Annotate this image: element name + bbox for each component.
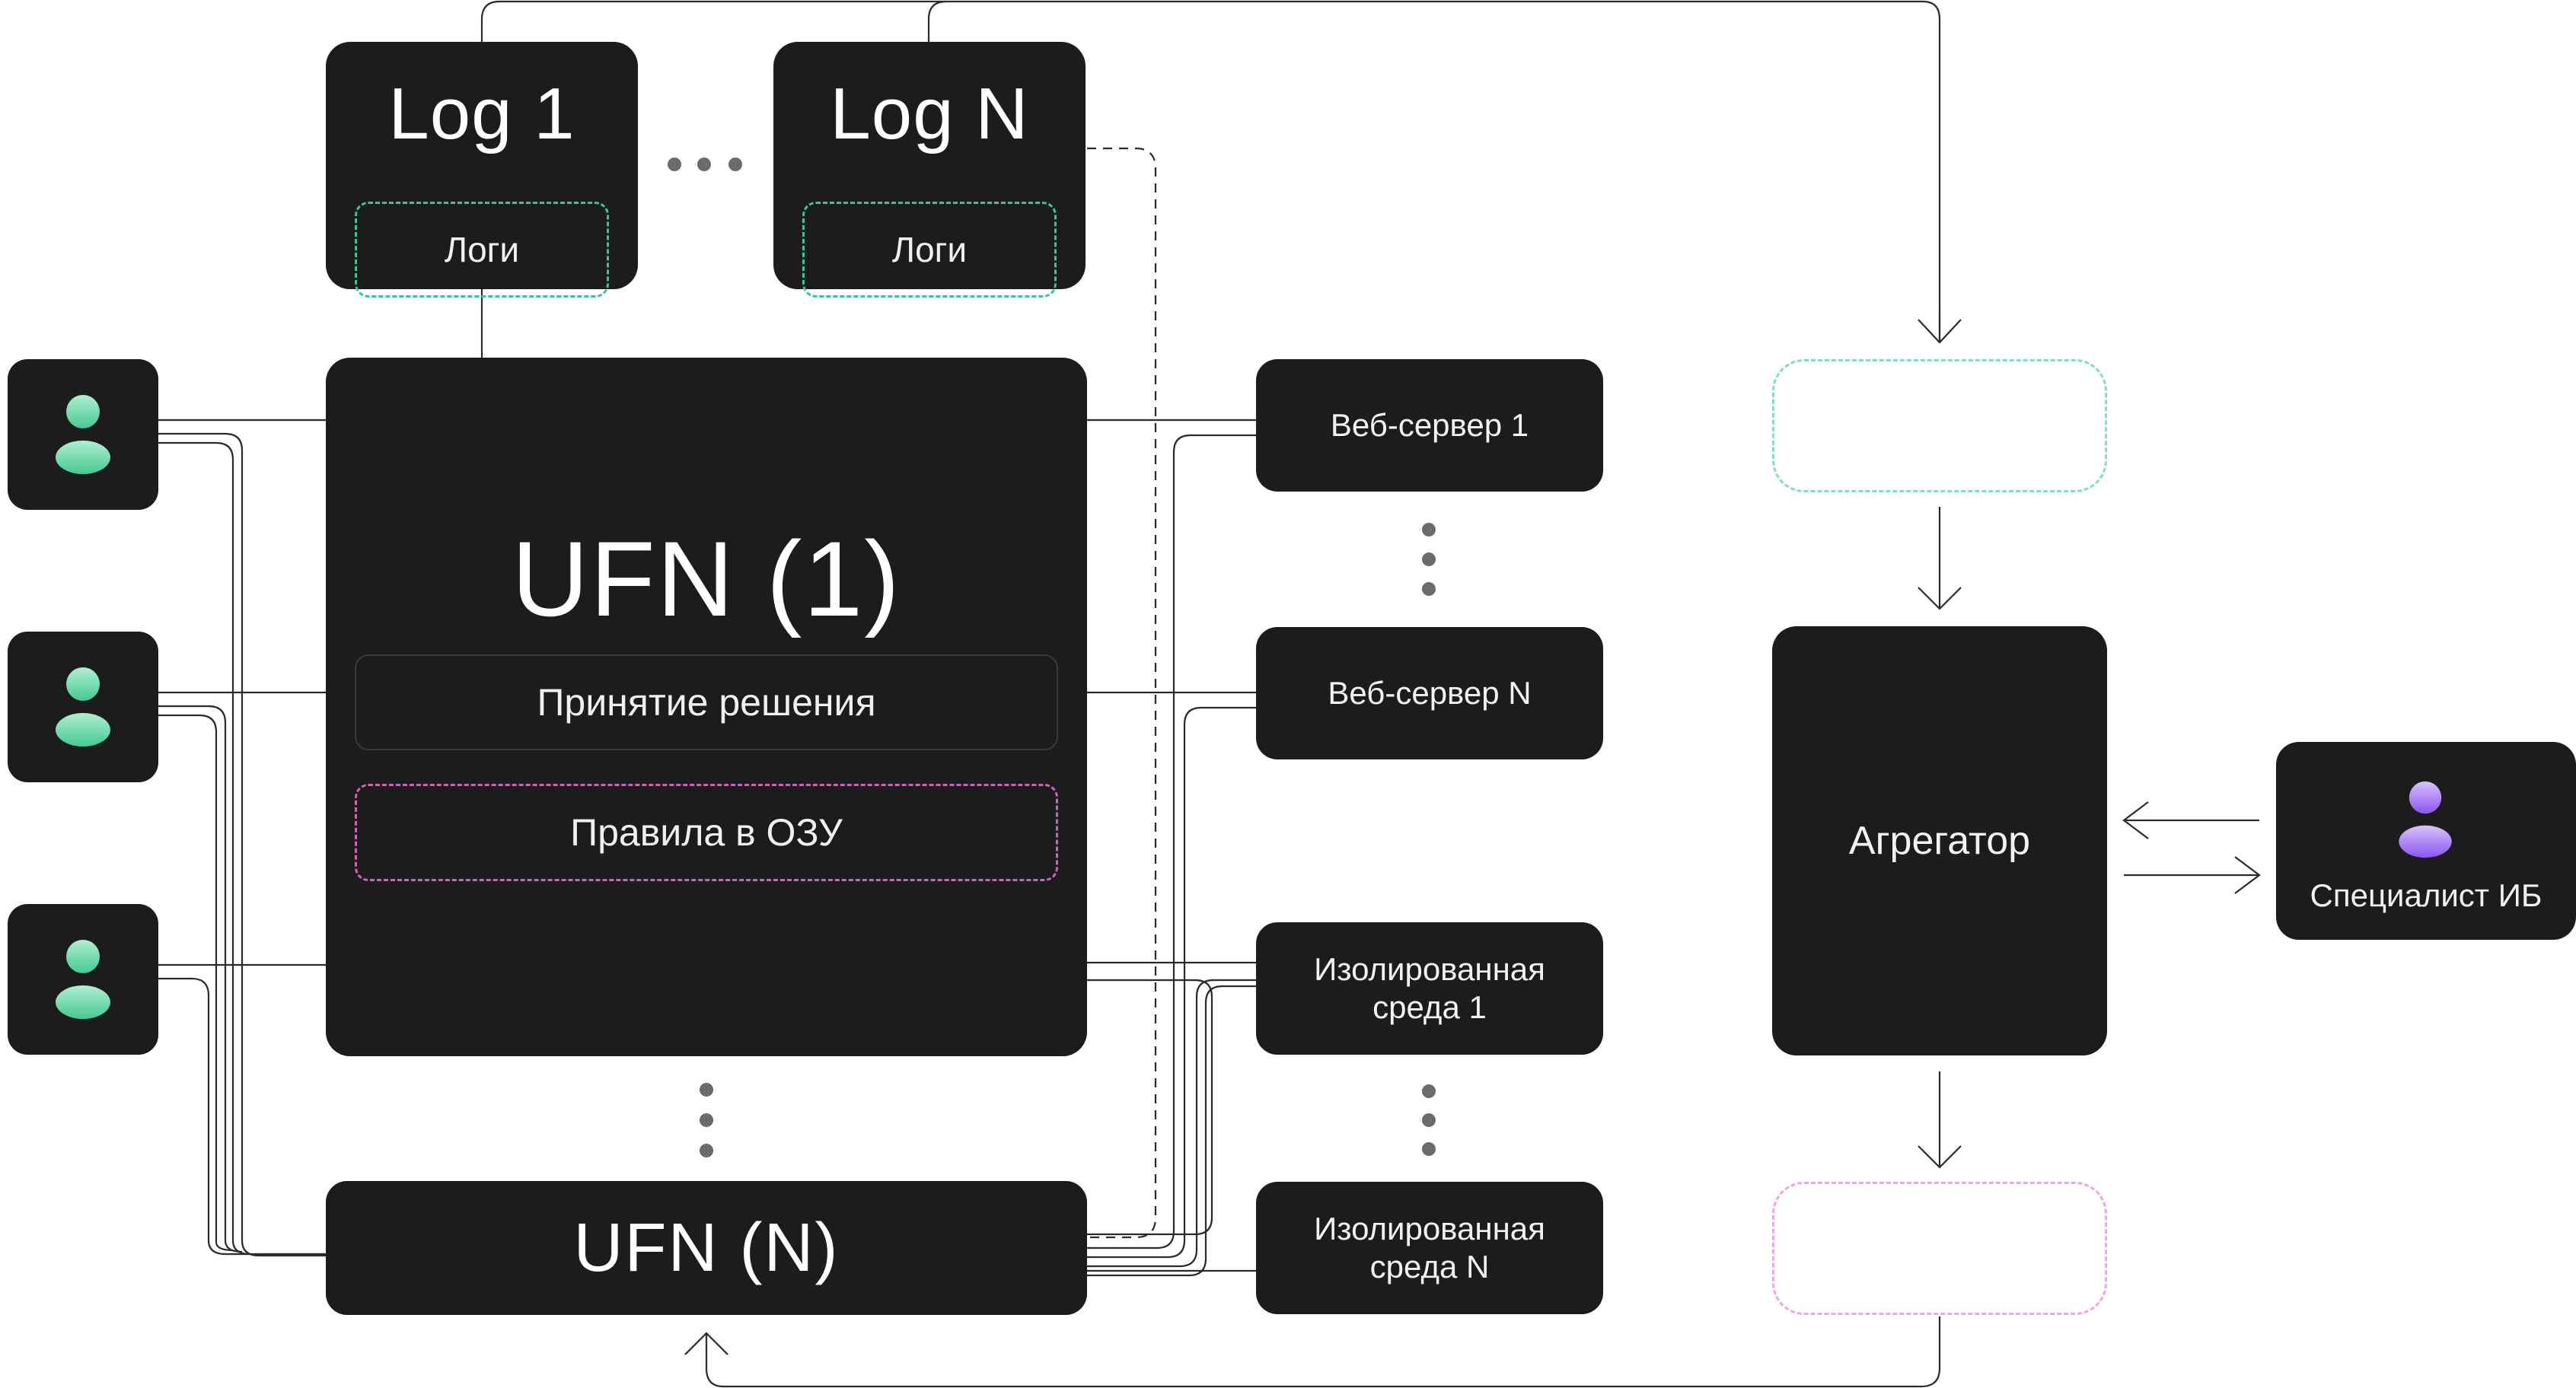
specialist-card[interactable]: Специалист ИБ: [2276, 742, 2576, 940]
user-card[interactable]: [8, 904, 158, 1055]
user-card[interactable]: [8, 359, 158, 510]
user-icon: [56, 667, 110, 747]
ellipsis-dot: [1422, 523, 1436, 536]
incoming-logs-placeholder: [1772, 359, 2107, 492]
link-user1-ufnn: [158, 432, 326, 1257]
ellipsis-dot: [728, 158, 742, 171]
ellipsis-dot: [700, 1113, 713, 1127]
link-ufnn-iso1b: [1087, 985, 1256, 1277]
user-icon: [56, 940, 110, 1019]
ufn-main-box[interactable]: UFN (1) Принятие решения Правила в ОЗУ: [326, 358, 1087, 1056]
outgoing-rules-placeholder: [1772, 1182, 2107, 1315]
ellipsis-dot: [1422, 1113, 1436, 1127]
ufn-title: UFN (1): [512, 519, 901, 638]
isolated-env-n-box[interactable]: Изолированная среда N: [1256, 1182, 1603, 1314]
link-ufn1-iso1b: [1087, 979, 1213, 1236]
link-logn-ufnn: [1087, 147, 1157, 1239]
user-icon: [56, 395, 110, 474]
user-card[interactable]: [8, 632, 158, 782]
web-server-1-box[interactable]: Веб-сервер 1: [1256, 359, 1603, 492]
ellipsis-dot: [1422, 1142, 1436, 1156]
link-ufnn-web1: [1087, 434, 1256, 1250]
log-box-1[interactable]: Log 1 Логи: [326, 42, 638, 298]
logs-section: Логи: [355, 202, 609, 298]
ellipsis-dot: [700, 1083, 713, 1097]
log-title: Log N: [830, 73, 1029, 154]
link-bottom-feedback: [684, 1316, 1941, 1388]
ellipsis-dot: [697, 158, 711, 171]
ellipsis-dot: [1422, 1084, 1436, 1098]
web-server-n-box[interactable]: Веб-сервер N: [1256, 627, 1603, 759]
ellipsis-dot: [1422, 552, 1436, 566]
rules-in-ram-module: Правила в ОЗУ: [355, 784, 1058, 881]
link-logn-top: [927, 0, 947, 42]
isolated-env-1-box[interactable]: Изолированная среда 1: [1256, 922, 1603, 1055]
ellipsis-dot: [1422, 582, 1436, 596]
ufn-n-box[interactable]: UFN (N): [326, 1181, 1087, 1315]
log-title: Log 1: [388, 73, 575, 154]
link-ufnn-webn: [1087, 706, 1256, 1259]
aggregator-box[interactable]: Агрегатор: [1772, 626, 2107, 1055]
link-user1b-ufnn: [158, 441, 250, 1256]
link-user2b-ufnn: [158, 714, 234, 1252]
decision-module: Принятие решения: [355, 654, 1058, 750]
specialist-label: Специалист ИБ: [2310, 877, 2543, 913]
aggregator-label: Агрегатор: [1848, 819, 2031, 863]
ellipsis-dot: [668, 158, 681, 171]
link-ufnn-iso1: [1087, 979, 1256, 1268]
link-user3-ufnn: [158, 977, 326, 1256]
arrow-agg-to-spec: [2124, 856, 2261, 894]
arrow-top-in: [1918, 312, 1962, 344]
ellipsis-dot: [700, 1144, 713, 1157]
isolated-env-1-label: Изолированная среда 1: [1314, 950, 1545, 1025]
isolated-env-n-label: Изолированная среда N: [1314, 1210, 1545, 1285]
ufn-n-title: UFN (N): [573, 1209, 840, 1286]
web-server-n-label: Веб-сервер N: [1328, 674, 1532, 711]
specialist-icon: [2399, 781, 2452, 858]
logs-section: Логи: [802, 202, 1057, 298]
link-log1-top: [480, 0, 1941, 342]
log-box-n[interactable]: Log N Логи: [773, 42, 1086, 298]
arrow-spec-to-agg: [2122, 801, 2259, 839]
arrow-from-aggregator: [1918, 1071, 1962, 1169]
arrow-to-aggregator: [1918, 507, 1962, 610]
web-server-1-label: Веб-сервер 1: [1330, 406, 1529, 443]
